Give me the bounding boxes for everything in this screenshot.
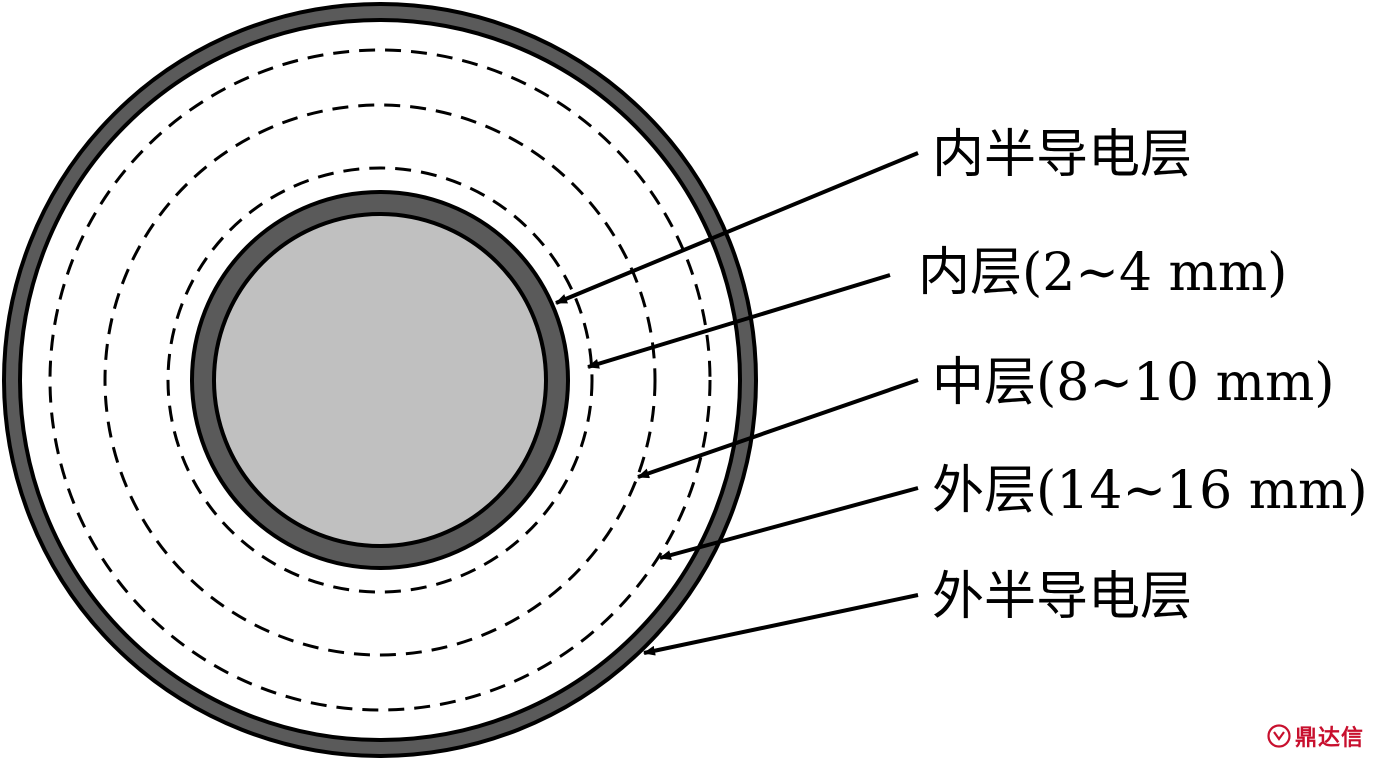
leader-inner-semiconductive	[555, 151, 919, 305]
label-middle-layer: 中层(8~10 mm)	[932, 353, 1335, 413]
leader-middle-layer	[637, 378, 919, 479]
leader-inner-layer	[587, 273, 891, 369]
inner-layer-boundary	[166, 166, 594, 594]
label-outer-layer: 外层(14~16 mm)	[932, 461, 1368, 521]
leader-outer-layer	[659, 486, 919, 560]
watermark-text: 鼎达信	[1294, 726, 1364, 751]
label-inner-layer: 内层(2~4 mm)	[918, 243, 1287, 303]
leader-outer-semiconductive	[643, 593, 919, 656]
conductor-core	[212, 212, 548, 548]
middle-layer-boundary	[103, 103, 657, 657]
outer-layer-boundary	[48, 48, 712, 712]
label-outer-semiconductive: 外半导电层	[932, 567, 1192, 627]
watermark: 鼎达信	[1267, 720, 1364, 752]
label-inner-semiconductive: 内半导电层	[932, 125, 1192, 185]
watermark-logo-icon	[1267, 724, 1291, 748]
